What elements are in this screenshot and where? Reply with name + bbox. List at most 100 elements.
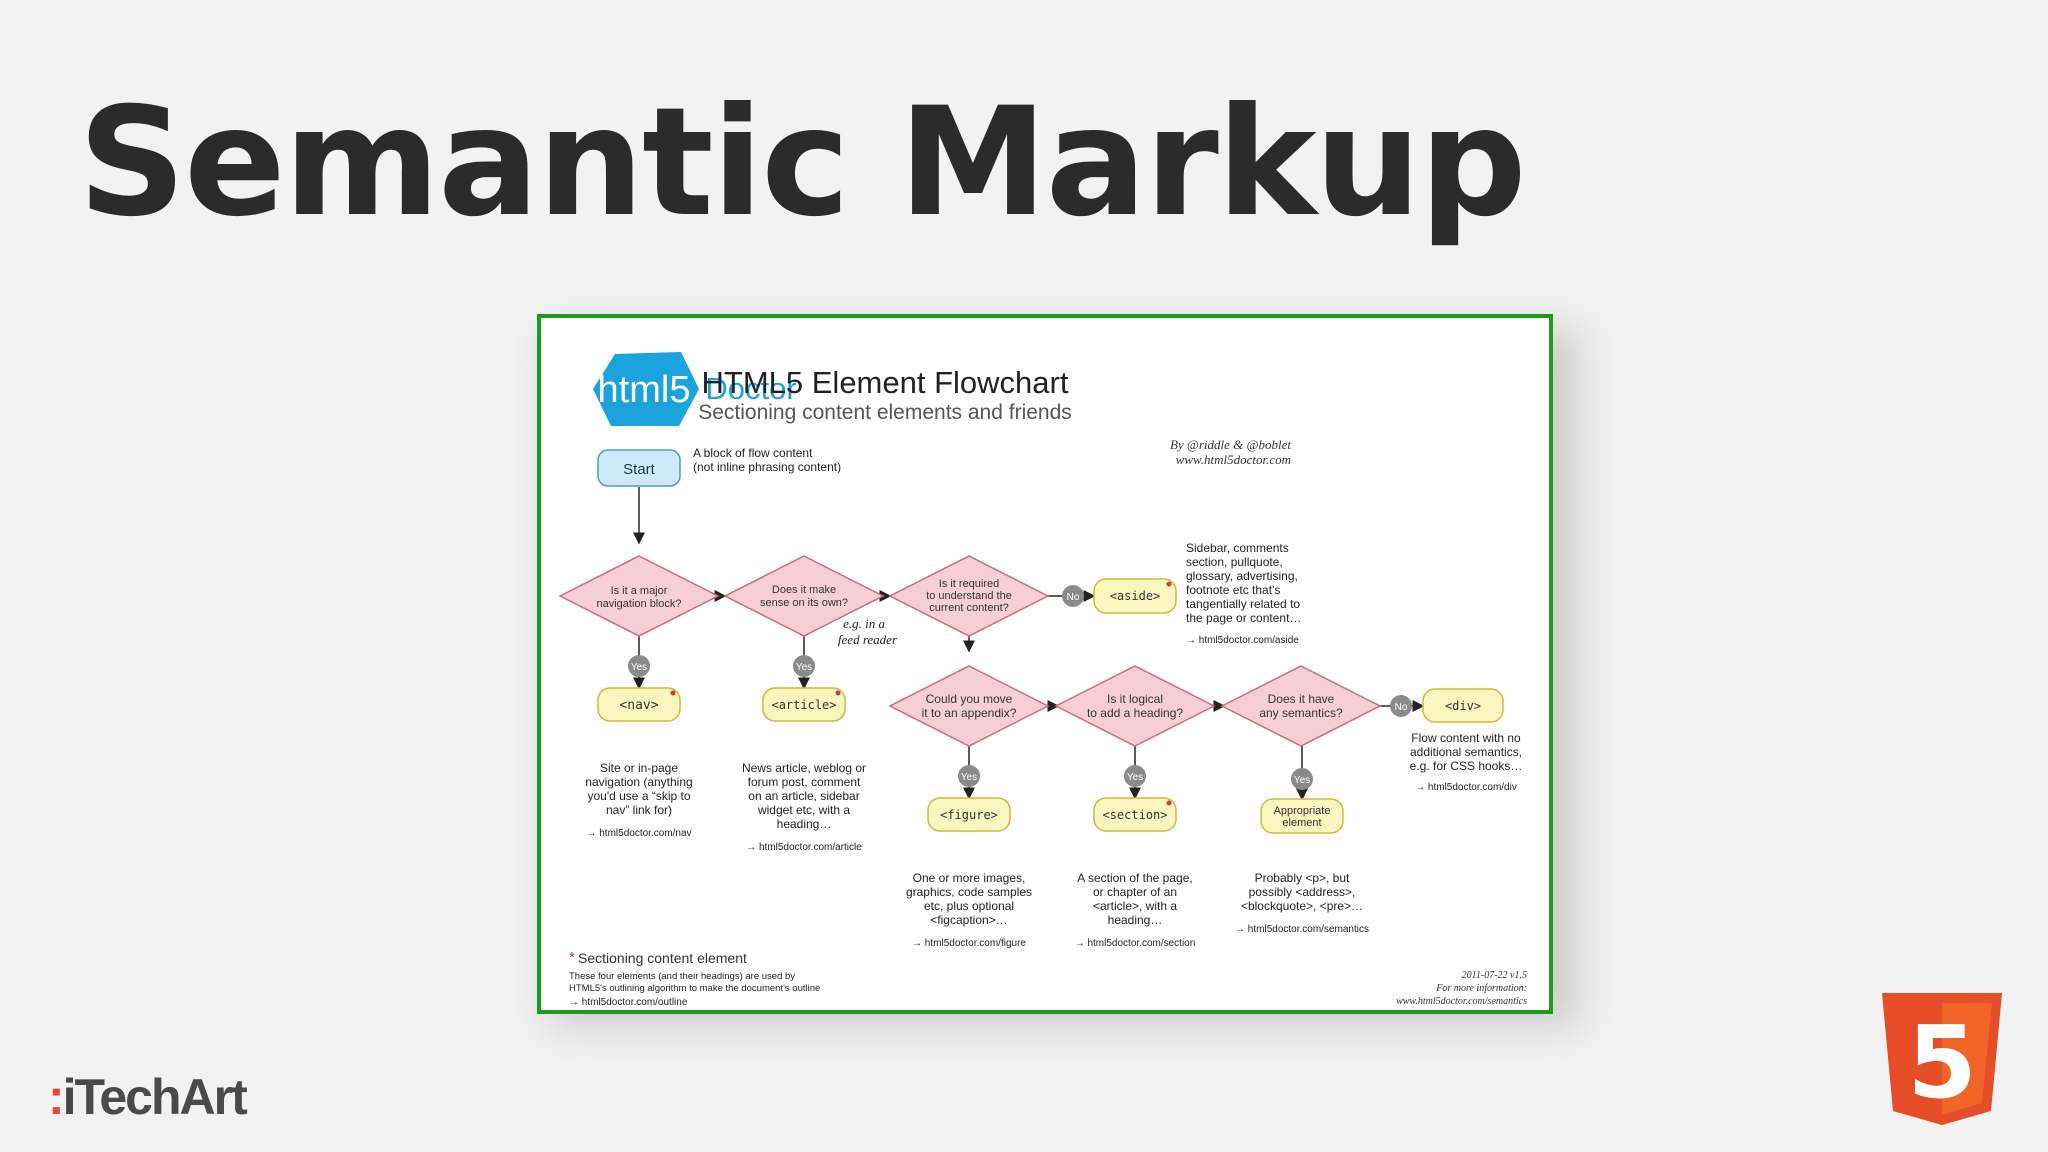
element-nav: <nav>: [597, 687, 681, 722]
svg-text:<figure>: <figure>: [940, 808, 998, 822]
logo-mark: :: [48, 1069, 65, 1125]
svg-text:section, pullquote,: section, pullquote,: [1186, 555, 1283, 569]
svg-text:you'd use a “skip to: you'd use a “skip to: [587, 789, 690, 803]
svg-text:→ html5doctor.com/semantics: → html5doctor.com/semantics: [1235, 924, 1369, 935]
answer-yes: Yes: [958, 765, 980, 787]
svg-text:2011-07-22 v1.5: 2011-07-22 v1.5: [1462, 970, 1527, 981]
description-figure: One or more images, graphics, code sampl…: [906, 871, 1032, 949]
itechart-logo: :iTechArt: [48, 1069, 248, 1125]
description-aside: Sidebar, comments section, pullquote, gl…: [1186, 541, 1301, 646]
flowchart-card: html5 Doctor HTML5 Element Flowchart Sec…: [537, 314, 1553, 1014]
svg-text:Yes: Yes: [1127, 772, 1143, 783]
svg-text:forum post, comment: forum post, comment: [748, 775, 861, 789]
svg-text:Flow content with no: Flow content with no: [1411, 731, 1521, 745]
svg-text:→ html5doctor.com/div: → html5doctor.com/div: [1415, 782, 1517, 793]
description-semantics: Probably <p>, but possibly <address>, <b…: [1235, 871, 1369, 935]
start-label: Start: [623, 461, 656, 478]
logo-html5-text: html5: [598, 369, 691, 411]
badge-glyph: 5: [1907, 1004, 1977, 1121]
svg-text:Could you move: Could you move: [926, 692, 1013, 706]
flowchart-title: HTML5 Element Flowchart: [702, 365, 1069, 400]
svg-text:the page or content…: the page or content…: [1186, 611, 1301, 625]
svg-text:navigation block?: navigation block?: [596, 598, 681, 610]
sectioning-legend: * Sectioning content element These four …: [569, 949, 820, 1008]
element-section: <section>: [1093, 797, 1177, 832]
svg-text:or chapter of an: or chapter of an: [1093, 885, 1177, 899]
svg-text:No: No: [1395, 702, 1408, 713]
svg-text:it to an appendix?: it to an appendix?: [922, 706, 1017, 720]
element-appropriate: Appropriate element: [1260, 798, 1344, 834]
flowchart-subtitle: Sectioning content elements and friends: [698, 401, 1072, 424]
svg-text:heading…: heading…: [1108, 913, 1163, 927]
description-article: News article, weblog or forum post, comm…: [742, 761, 866, 853]
svg-text:→ html5doctor.com/article: → html5doctor.com/article: [746, 842, 862, 853]
svg-text:These four elements (and their: These four elements (and their headings)…: [569, 971, 795, 982]
description-div: Flow content with no additional semantic…: [1410, 731, 1523, 793]
answer-yes: Yes: [793, 655, 815, 677]
svg-text:Yes: Yes: [631, 662, 647, 673]
svg-text:any semantics?: any semantics?: [1259, 706, 1343, 720]
logo-text: iTechArt: [62, 1069, 248, 1125]
svg-text:Probably <p>, but: Probably <p>, but: [1255, 871, 1350, 885]
svg-text:Sidebar, comments: Sidebar, comments: [1186, 541, 1289, 555]
svg-text:Appropriate: Appropriate: [1274, 805, 1331, 817]
svg-text:to add a heading?: to add a heading?: [1087, 706, 1183, 720]
svg-text:*: *: [569, 949, 575, 966]
svg-text:e.g. in a: e.g. in a: [843, 616, 885, 631]
svg-text:Yes: Yes: [1294, 775, 1310, 786]
html5doctor-logo: html5 Doctor: [593, 352, 797, 426]
svg-text:<blockquote>, <pre>…: <blockquote>, <pre>…: [1241, 899, 1363, 913]
element-figure: <figure>: [927, 797, 1011, 832]
svg-text:etc, plus optional: etc, plus optional: [924, 899, 1014, 913]
start-note-line: A block of flow content: [693, 446, 813, 460]
flowchart-diagram: html5 Doctor HTML5 Element Flowchart Sec…: [558, 352, 1527, 1008]
svg-text:Sectioning content element: Sectioning content element: [578, 950, 747, 966]
element-aside: <aside>: [1093, 578, 1177, 614]
svg-text:Does it make: Does it make: [772, 584, 836, 596]
logo-hexagon: [593, 352, 699, 426]
svg-text:Site or in-page: Site or in-page: [600, 761, 678, 775]
svg-text:e.g. for CSS hooks…: e.g. for CSS hooks…: [1410, 759, 1523, 773]
sectioning-marker: [670, 690, 676, 696]
sectioning-marker: [1166, 800, 1172, 806]
svg-text:nav” link for): nav” link for): [606, 803, 672, 817]
svg-text:<nav>: <nav>: [619, 698, 658, 713]
svg-text:<article>, with a: <article>, with a: [1093, 899, 1177, 913]
element-article: <article>: [762, 687, 846, 722]
svg-text:One or more images,: One or more images,: [913, 871, 1026, 885]
svg-text:Yes: Yes: [796, 662, 812, 673]
svg-text:sense on its own?: sense on its own?: [760, 597, 848, 609]
svg-text:HTML5's outlining algorithm to: HTML5's outlining algorithm to make the …: [569, 983, 820, 994]
html5-shield-icon: 5: [1882, 993, 2002, 1125]
credits-line: www.html5doctor.com: [1176, 452, 1291, 467]
svg-text:element: element: [1282, 817, 1321, 829]
slide-title: Semantic Markup: [78, 76, 1527, 250]
version-info: 2011-07-22 v1.5 For more information: ww…: [1396, 970, 1527, 1007]
connectors: [633, 487, 1425, 801]
start-node: Start: [597, 449, 681, 487]
svg-text:A section of the page,: A section of the page,: [1077, 871, 1192, 885]
svg-text:Is it a major: Is it a major: [611, 585, 668, 597]
svg-text:to understand the: to understand the: [926, 590, 1012, 602]
svg-text:→ html5doctor.com/figure: → html5doctor.com/figure: [912, 938, 1026, 949]
svg-text:No: No: [1067, 592, 1080, 603]
svg-text:Is it logical: Is it logical: [1107, 692, 1163, 706]
sectioning-marker: [835, 690, 841, 696]
svg-text:<div>: <div>: [1445, 699, 1481, 713]
question-navigation: Is it a major navigation block?: [558, 555, 720, 637]
svg-text:current content?: current content?: [929, 602, 1009, 614]
question-required: Is it required to understand the current…: [888, 555, 1050, 637]
answer-yes: Yes: [1124, 765, 1146, 787]
svg-text:<figcaption>…: <figcaption>…: [930, 913, 1007, 927]
question-heading: Is it logical to add a heading?: [1054, 665, 1216, 747]
description-section: A section of the page, or chapter of an …: [1075, 871, 1196, 949]
credits-line: By @riddle & @boblet: [1170, 437, 1291, 452]
svg-text:feed reader: feed reader: [838, 632, 898, 647]
svg-text:glossary, advertising,: glossary, advertising,: [1186, 569, 1298, 583]
element-div: <div>: [1422, 688, 1504, 723]
svg-text:Yes: Yes: [961, 772, 977, 783]
svg-text:possibly <address>,: possibly <address>,: [1249, 885, 1356, 899]
svg-text:→ html5doctor.com/section: → html5doctor.com/section: [1075, 938, 1196, 949]
answer-yes: Yes: [628, 655, 650, 677]
svg-text:For more information:: For more information:: [1435, 983, 1527, 994]
